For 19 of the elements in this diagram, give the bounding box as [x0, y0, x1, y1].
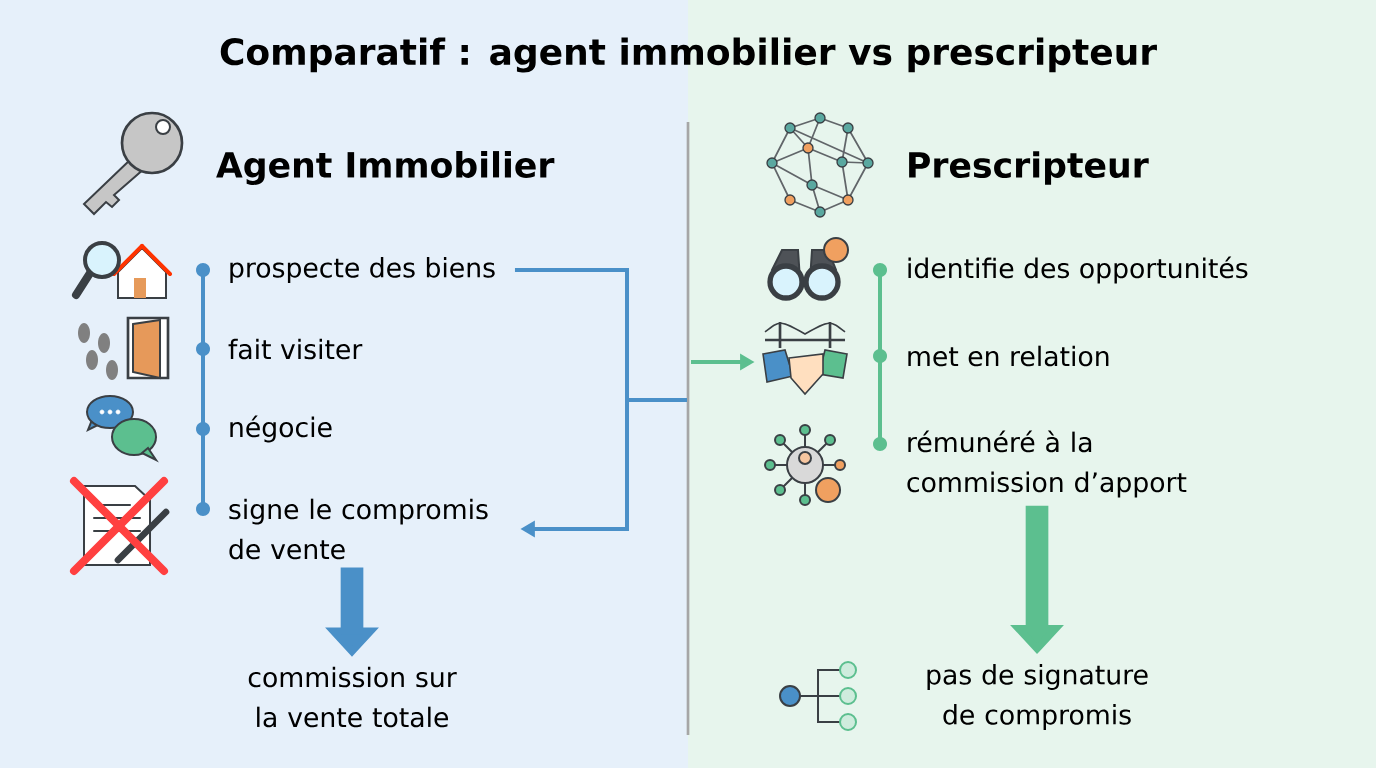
timeline-line — [201, 276, 205, 343]
step-text: met en relation — [908, 345, 1109, 367]
timeline-line — [201, 355, 205, 423]
title: Comparatif : agent immobilier vs prescripteur — [220, 37, 1157, 73]
result-text: commission sur la vente totale — [248, 666, 457, 728]
bracket-arrow — [514, 268, 687, 538]
step-text: rémunéré à la commission d’apport — [907, 430, 1187, 498]
step-text: négocie — [230, 415, 332, 443]
step-text: prospecte des biens — [230, 257, 495, 283]
handshake-icon — [762, 322, 848, 396]
step-text: fait visiter — [228, 338, 363, 360]
column-heading: Prescripteur — [909, 151, 1149, 185]
result-text: pas de signature de compromis — [927, 664, 1148, 730]
timeline-line — [878, 362, 882, 438]
timeline-line — [201, 435, 205, 503]
step-text: identifie des opportunités — [908, 256, 1248, 284]
column-heading: Agent Immobilier — [216, 151, 555, 185]
timeline-line — [878, 276, 882, 350]
step-text: signe le compromis de vente — [229, 498, 488, 560]
